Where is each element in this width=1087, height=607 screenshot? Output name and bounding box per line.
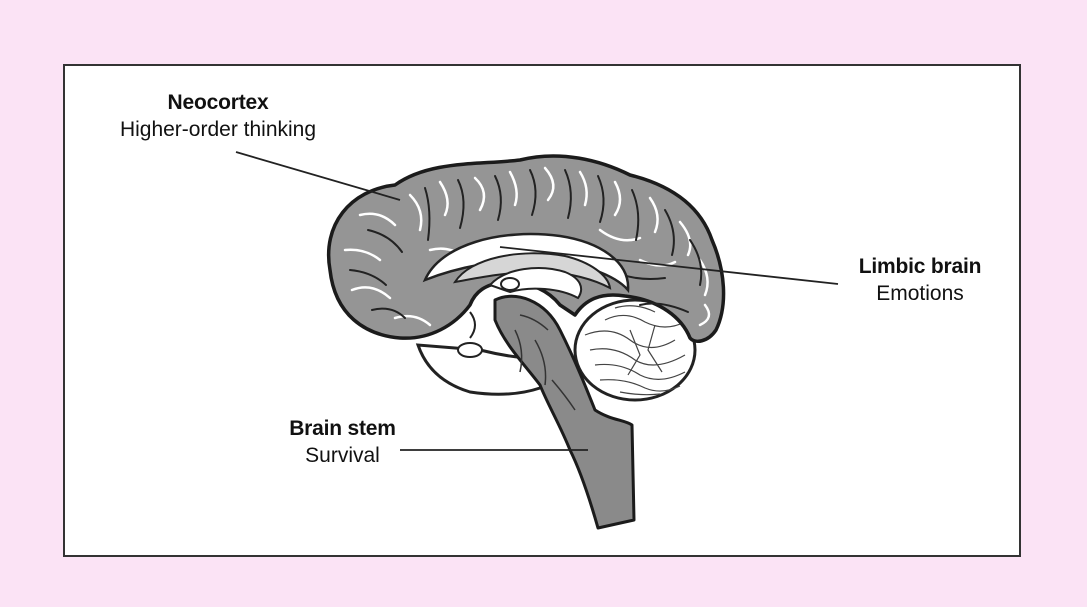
sulci-lines <box>349 169 703 319</box>
neocortex-label: Neocortex Higher-order thinking <box>88 90 348 144</box>
stem-title: Brain stem <box>289 417 396 440</box>
limbic-description: Emotions <box>876 282 964 305</box>
cerebellum <box>573 298 697 402</box>
limbic-structures <box>422 232 630 358</box>
stem-label: Brain stem Survival <box>270 416 415 470</box>
leader-lines <box>235 151 839 451</box>
temporal-lobe <box>415 343 563 396</box>
neocortex-title: Neocortex <box>167 91 269 114</box>
stem-description: Survival <box>305 444 380 467</box>
limbic-label: Limbic brain Emotions <box>835 254 1005 308</box>
brain-stem-shape <box>493 294 636 530</box>
neocortex-description: Higher-order thinking <box>119 118 317 141</box>
gyri-lines <box>343 166 711 327</box>
limbic-title: Limbic brain <box>858 255 982 278</box>
brain-stem-lines <box>514 314 576 411</box>
neocortex-leader <box>235 151 401 201</box>
limbic-leader <box>499 246 839 285</box>
